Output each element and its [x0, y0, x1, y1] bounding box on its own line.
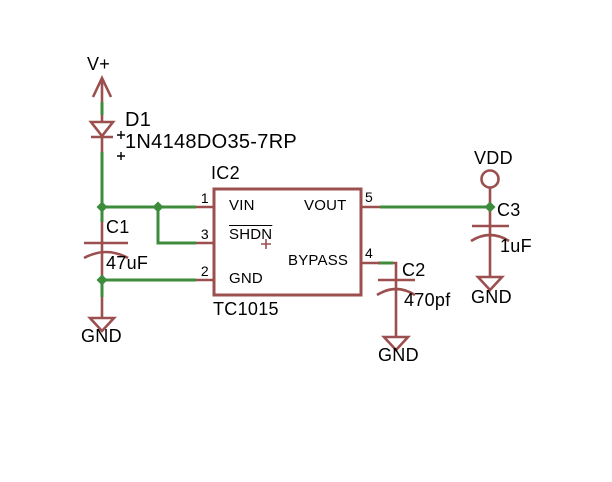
pin-number-1: 1 — [200, 190, 209, 206]
pin-name-gnd: GND — [229, 270, 263, 287]
pin-number-3: 3 — [200, 226, 209, 242]
vplus-symbol[interactable] — [91, 74, 113, 102]
c1-capacitor-symbol[interactable] — [83, 222, 129, 280]
pin-number-2: 2 — [200, 263, 209, 279]
text-origin-crosses — [117, 131, 125, 160]
wire-to-pin3[interactable] — [156, 207, 196, 245]
gnd-label-left[interactable]: GND — [81, 326, 122, 346]
vplus-label[interactable]: V+ — [87, 54, 111, 74]
pin-name-vout: VOUT — [304, 197, 347, 214]
c3-value-label[interactable]: 1uF — [500, 236, 532, 256]
diode-ref-label[interactable]: D1 — [125, 109, 152, 131]
c1-ref-label[interactable]: C1 — [106, 217, 130, 237]
c1-value-label[interactable]: 47uF — [106, 253, 149, 273]
gnd-label-c3[interactable]: GND — [471, 287, 512, 307]
c2-value-label[interactable]: 470pf — [404, 290, 451, 310]
gnd-symbol-c2[interactable] — [381, 335, 411, 352]
c3-capacitor-symbol[interactable] — [470, 207, 510, 277]
pin-name-bypass: BYPASS — [288, 252, 349, 269]
diode-value-label[interactable]: 1N4148DO35-7RP — [125, 131, 298, 153]
c2-ref-label[interactable]: C2 — [402, 260, 426, 280]
gnd-symbol-c3[interactable] — [475, 275, 505, 292]
pin-name-shdn: SHDN — [229, 226, 273, 243]
c3-ref-label[interactable]: C3 — [497, 200, 521, 220]
gnd-symbol-left[interactable] — [87, 297, 117, 333]
ic2-ref-label[interactable]: IC2 — [211, 163, 240, 183]
pin-name-vin: VIN — [229, 197, 255, 214]
vdd-symbol[interactable] — [480, 169, 500, 208]
ic2-symbol[interactable] — [196, 187, 380, 297]
pin-number-4: 4 — [365, 245, 374, 261]
vdd-label[interactable]: VDD — [474, 148, 513, 168]
ic2-value-label[interactable]: TC1015 — [213, 299, 279, 319]
pin-number-5: 5 — [365, 189, 374, 205]
gnd-label-c2[interactable]: GND — [378, 345, 419, 365]
diode-symbol[interactable] — [88, 115, 116, 152]
junction-dots[interactable] — [96, 201, 496, 286]
c2-capacitor-symbol[interactable] — [376, 261, 416, 337]
